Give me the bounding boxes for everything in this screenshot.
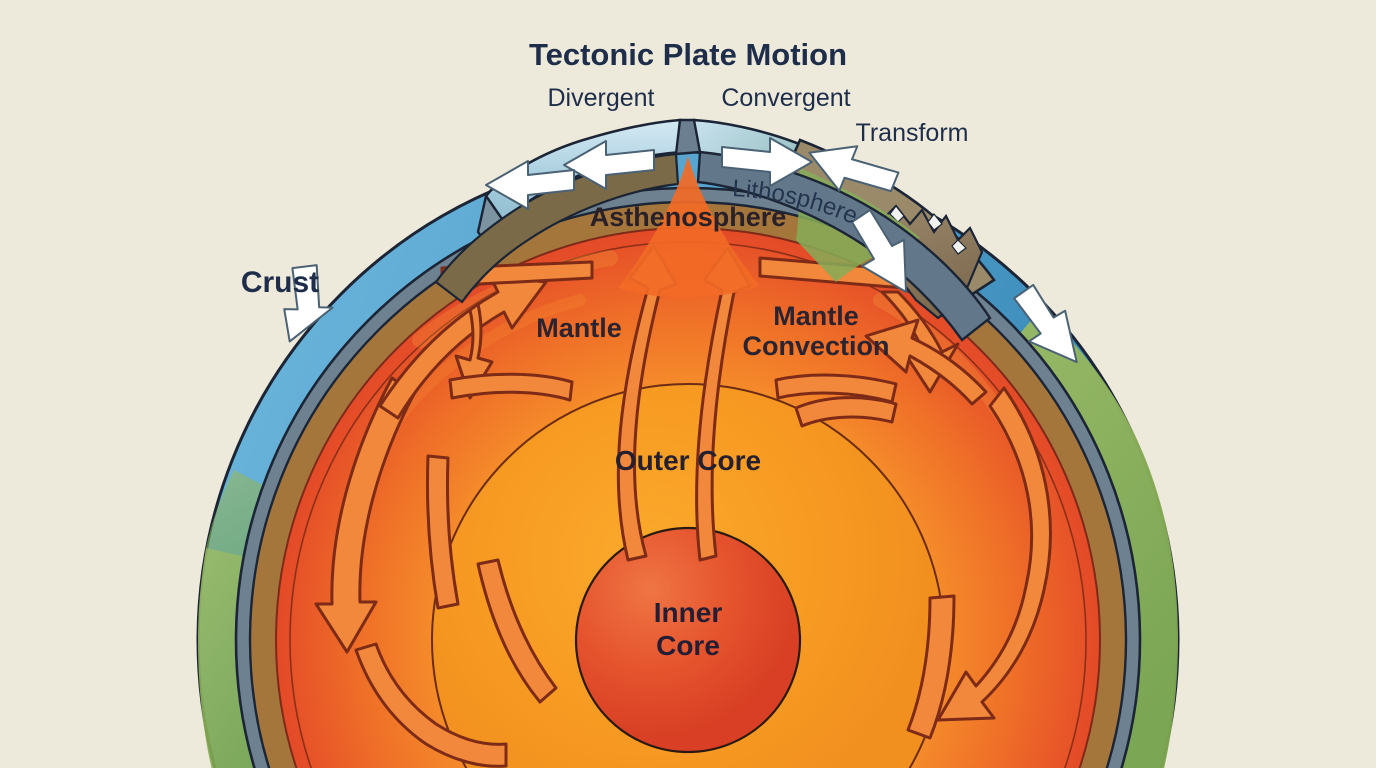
label-asthenosphere: Asthenosphere (590, 202, 787, 232)
labels-group: Tectonic Plate Motion Divergent Converge… (241, 37, 969, 661)
label-mantle: Mantle (536, 313, 622, 343)
arrow-divergent-left-inner (563, 140, 655, 190)
arrow-convergent-right (721, 137, 813, 187)
inner-core-layer (574, 526, 802, 754)
arrow-subduction-down (851, 209, 907, 293)
arrow-crust-down-right (1013, 283, 1078, 364)
label-divergent: Divergent (548, 84, 655, 112)
label-crust: Crust (241, 266, 319, 299)
convection-cell-left (314, 274, 548, 768)
ridge-upwelling-plume (618, 156, 760, 298)
arrow-crust-down-left (283, 264, 334, 343)
label-transform: Transform (856, 119, 969, 147)
page-title: Tectonic Plate Motion (529, 37, 847, 72)
label-outer-core: Outer Core (615, 445, 761, 476)
label-mantle-convection-line1: Mantle (773, 301, 859, 331)
convection-lower-segments (425, 454, 558, 704)
label-inner-core-line1: Inner (654, 597, 723, 628)
convection-arrows-group (314, 244, 1052, 768)
label-mantle-convection-line2: Convection (742, 331, 889, 361)
arrow-transform-left (808, 145, 900, 193)
arrow-divergent-left-outer (485, 160, 575, 210)
label-convergent: Convergent (721, 84, 850, 112)
plate-motion-arrows (283, 137, 1078, 364)
subducting-slab (696, 150, 992, 342)
label-inner-core-line2: Core (656, 630, 720, 661)
convection-cell-right (794, 290, 1052, 740)
